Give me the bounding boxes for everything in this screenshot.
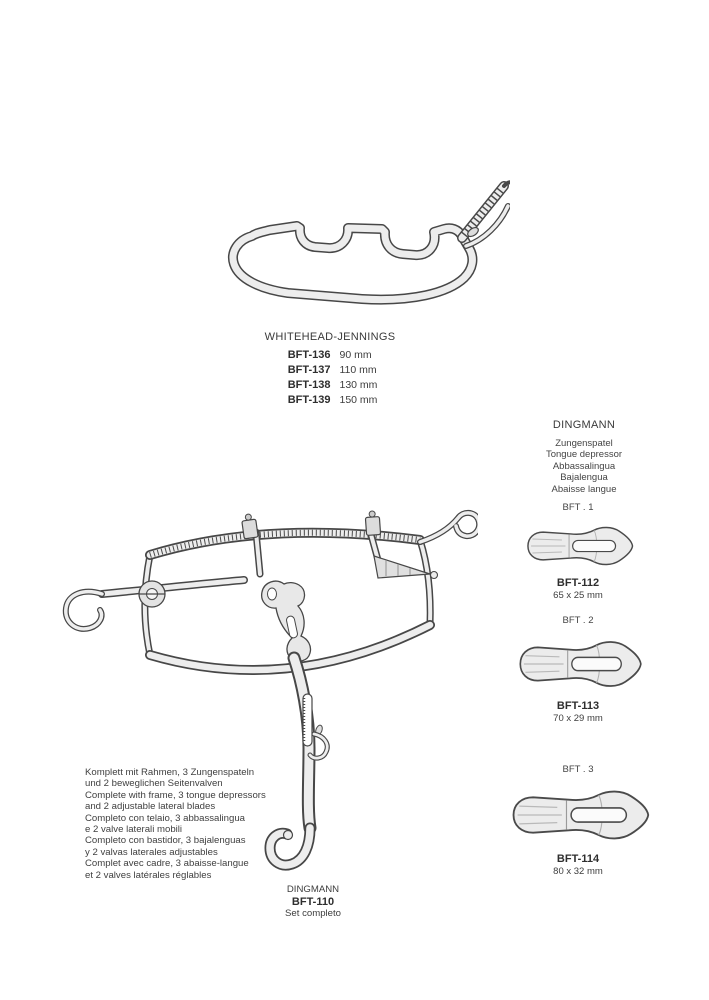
set-description-line: y 2 valvas laterales adjustables [85,846,218,858]
depressor-label: BFT . 1 [562,502,594,513]
tongue-depressor-2-illustration [519,641,642,687]
depressor-label: BFT . 3 [562,764,594,775]
model-size: 90 mm [339,349,372,361]
model-row: BFT-138 130 mm [215,378,445,393]
depressor-size: 65 x 25 mm [553,590,603,601]
model-code: BFT-139 [287,394,331,406]
depressor-label: BFT . 2 [562,615,594,626]
set-description-line: e 2 valve laterali mobili [85,824,183,836]
set-description-line: Complete with frame, 3 tongue depressors [85,789,266,801]
set-subtitle: Set completo [285,908,341,919]
whitehead-jennings-illustration [228,180,510,305]
depressor-item-2: BFT . 2 BFT-113 70 x 29 mm [498,615,658,724]
whitehead-section: WHITEHEAD-JENNINGS BFT-136 90 mm BFT-137… [215,331,445,408]
model-size: 110 mm [339,364,377,376]
depressor-code: BFT-113 [556,700,600,712]
model-size: 150 mm [339,394,378,406]
whitehead-title: WHITEHEAD-JENNINGS [264,331,396,343]
model-row: BFT-137 110 mm [215,363,445,378]
description-line: Bajalengua [560,472,608,484]
dingmann-title: DINGMANN [552,419,616,431]
depressor-size: 70 x 29 mm [553,713,603,724]
set-code: BFT-110 [291,896,335,908]
depressor-item-3: BFT . 3 BFT-114 80 x 32 mm [492,764,664,877]
model-code: BFT-138 [287,379,331,391]
depressor-code: BFT-114 [556,853,600,865]
model-code: BFT-137 [287,364,331,376]
description-line: Zungenspatel [555,438,613,449]
set-description-line: Completo con bastidor, 3 bajalenguas [85,835,246,847]
model-row: BFT-136 90 mm [215,348,445,363]
dingmann-descriptions: Zungenspatel Tongue depressor Abbassalin… [509,438,659,495]
set-description-line: et 2 valves latérales réglables [85,869,212,881]
set-description-line: Komplett mit Rahmen, 3 Zungenspateln [85,767,255,778]
depressor-item-1: BFT . 1 BFT-112 65 x 25 mm [503,502,653,601]
set-description: Komplett mit Rahmen, 3 Zungenspateln und… [85,767,305,881]
dingmann-section-header: DINGMANN Zungenspatel Tongue depressor A… [509,419,659,495]
tongue-depressor-1-illustration [527,526,634,566]
depressor-code: BFT-112 [556,577,600,589]
set-label: DINGMANN BFT-110 Set completo [238,884,388,920]
model-code: BFT-136 [287,349,331,361]
set-description-line: und 2 beweglichen Seitenvalven [85,778,223,790]
description-line: Abaisse langue [551,483,617,495]
set-title: DINGMANN [286,884,340,895]
set-description-line: and 2 adjustable lateral blades [85,801,216,813]
set-description-line: Completo con telaio, 3 abbassalingua [85,812,246,824]
set-description-line: Complet avec cadre, 3 abaisse-langue [85,858,249,870]
model-row: BFT-139 150 mm [215,393,445,408]
tongue-depressor-3-illustration [512,790,650,840]
model-size: 130 mm [339,379,378,391]
description-line: Abbassalingua [552,460,616,472]
dingman-retractor-illustration [62,509,478,871]
description-line: Tongue depressor [545,449,623,461]
depressor-size: 80 x 32 mm [553,866,603,877]
